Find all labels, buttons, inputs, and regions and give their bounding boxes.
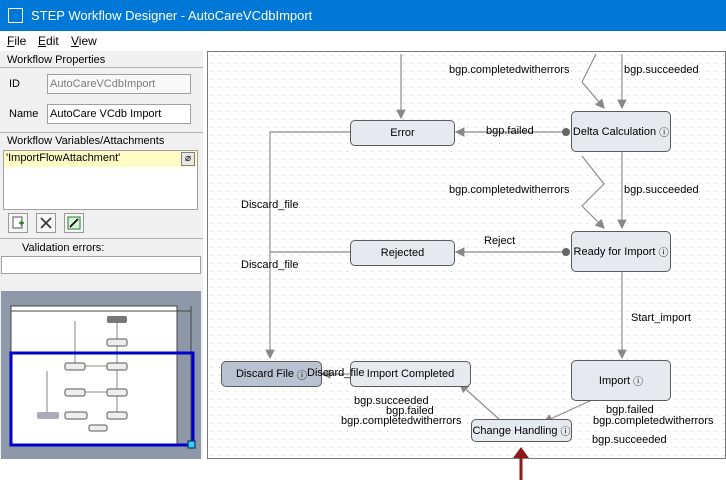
transition-label[interactable]: bgp.failed: [486, 125, 534, 137]
attachment-browse-button[interactable]: ⌀: [181, 152, 195, 166]
id-field[interactable]: AutoCareVCdbImport: [47, 74, 191, 94]
info-icon: ⓘ: [297, 370, 308, 382]
node-label: Change Handling: [472, 424, 558, 437]
menu-edit[interactable]: Edit: [38, 34, 59, 48]
transition-label[interactable]: Discard_file: [241, 199, 299, 211]
menu-bar: File Edit View: [0, 31, 726, 51]
attachment-name: 'ImportFlowAttachment': [6, 152, 121, 164]
transition-label[interactable]: Discard_file: [307, 367, 365, 379]
edit-variable-button[interactable]: [64, 213, 84, 233]
status-area: [0, 459, 726, 482]
validation-errors-list[interactable]: [1, 256, 201, 274]
transition-label[interactable]: Discard_file: [241, 259, 299, 271]
transition-label[interactable]: Start_import: [631, 312, 691, 324]
transition-label[interactable]: bgp.succeeded: [354, 395, 429, 407]
transition-label[interactable]: bgp.failed: [386, 405, 434, 417]
overview-minimap: [9, 305, 196, 449]
transition-label[interactable]: bgp.succeeded: [592, 434, 667, 446]
add-variable-button[interactable]: [8, 213, 28, 233]
info-icon: ⓘ: [633, 377, 644, 388]
node-error[interactable]: Error: [350, 120, 455, 146]
info-icon: ⓘ: [560, 427, 571, 438]
node-rejected[interactable]: Rejected: [350, 240, 455, 266]
divider: [0, 132, 203, 133]
divider: [0, 67, 203, 68]
delete-variable-button[interactable]: [36, 213, 56, 233]
node-label: Discard File: [235, 368, 295, 380]
overview-map[interactable]: [1, 291, 201, 459]
validation-title: Validation errors:: [22, 242, 105, 254]
transition-label[interactable]: Reject: [484, 235, 516, 247]
node-label: Ready for Import: [573, 245, 656, 258]
info-icon: ⓘ: [659, 128, 670, 139]
transition-label[interactable]: bgp.completedwitherrors: [449, 64, 570, 76]
variables-title: Workflow Variables/Attachments: [7, 135, 165, 147]
transition-label[interactable]: bgp.completedwitherrors: [341, 415, 462, 427]
node-import-completed[interactable]: Import Completed: [350, 361, 471, 387]
attachments-list[interactable]: 'ImportFlowAttachment' ⌀: [3, 150, 198, 210]
info-icon: ⓘ: [658, 248, 669, 259]
transition-label[interactable]: bgp.completedwitherrors: [449, 184, 570, 196]
node-label: Import: [598, 374, 631, 387]
name-label: Name: [9, 108, 39, 120]
delete-icon: [40, 217, 52, 229]
divider: [0, 238, 203, 239]
name-field[interactable]: AutoCare VCdb Import: [47, 104, 191, 124]
node-label: Delta Calculation: [572, 125, 657, 138]
title-bar: STEP Workflow Designer - AutoCareVCdbImp…: [0, 0, 726, 31]
list-item[interactable]: 'ImportFlowAttachment' ⌀: [4, 151, 197, 167]
left-panel: Workflow Properties ID AutoCareVCdbImpor…: [0, 51, 203, 459]
id-label: ID: [9, 78, 20, 90]
window-title: STEP Workflow Designer - AutoCareVCdbImp…: [31, 8, 313, 23]
add-icon: [12, 216, 24, 229]
transition-label[interactable]: bgp.failed: [606, 404, 654, 416]
edit-icon: [67, 216, 81, 230]
transition-label[interactable]: bgp.succeeded: [624, 64, 699, 76]
menu-file[interactable]: File: [7, 34, 27, 48]
transition-label[interactable]: bgp.completedwitherrors: [593, 415, 714, 427]
paperclip-icon: ⌀: [184, 153, 192, 164]
annotation-arrow-icon: [513, 447, 529, 480]
menu-view[interactable]: View: [71, 34, 97, 48]
transition-label[interactable]: bgp.succeeded: [624, 184, 699, 196]
app-icon: [8, 8, 23, 23]
properties-title: Workflow Properties: [7, 54, 106, 66]
